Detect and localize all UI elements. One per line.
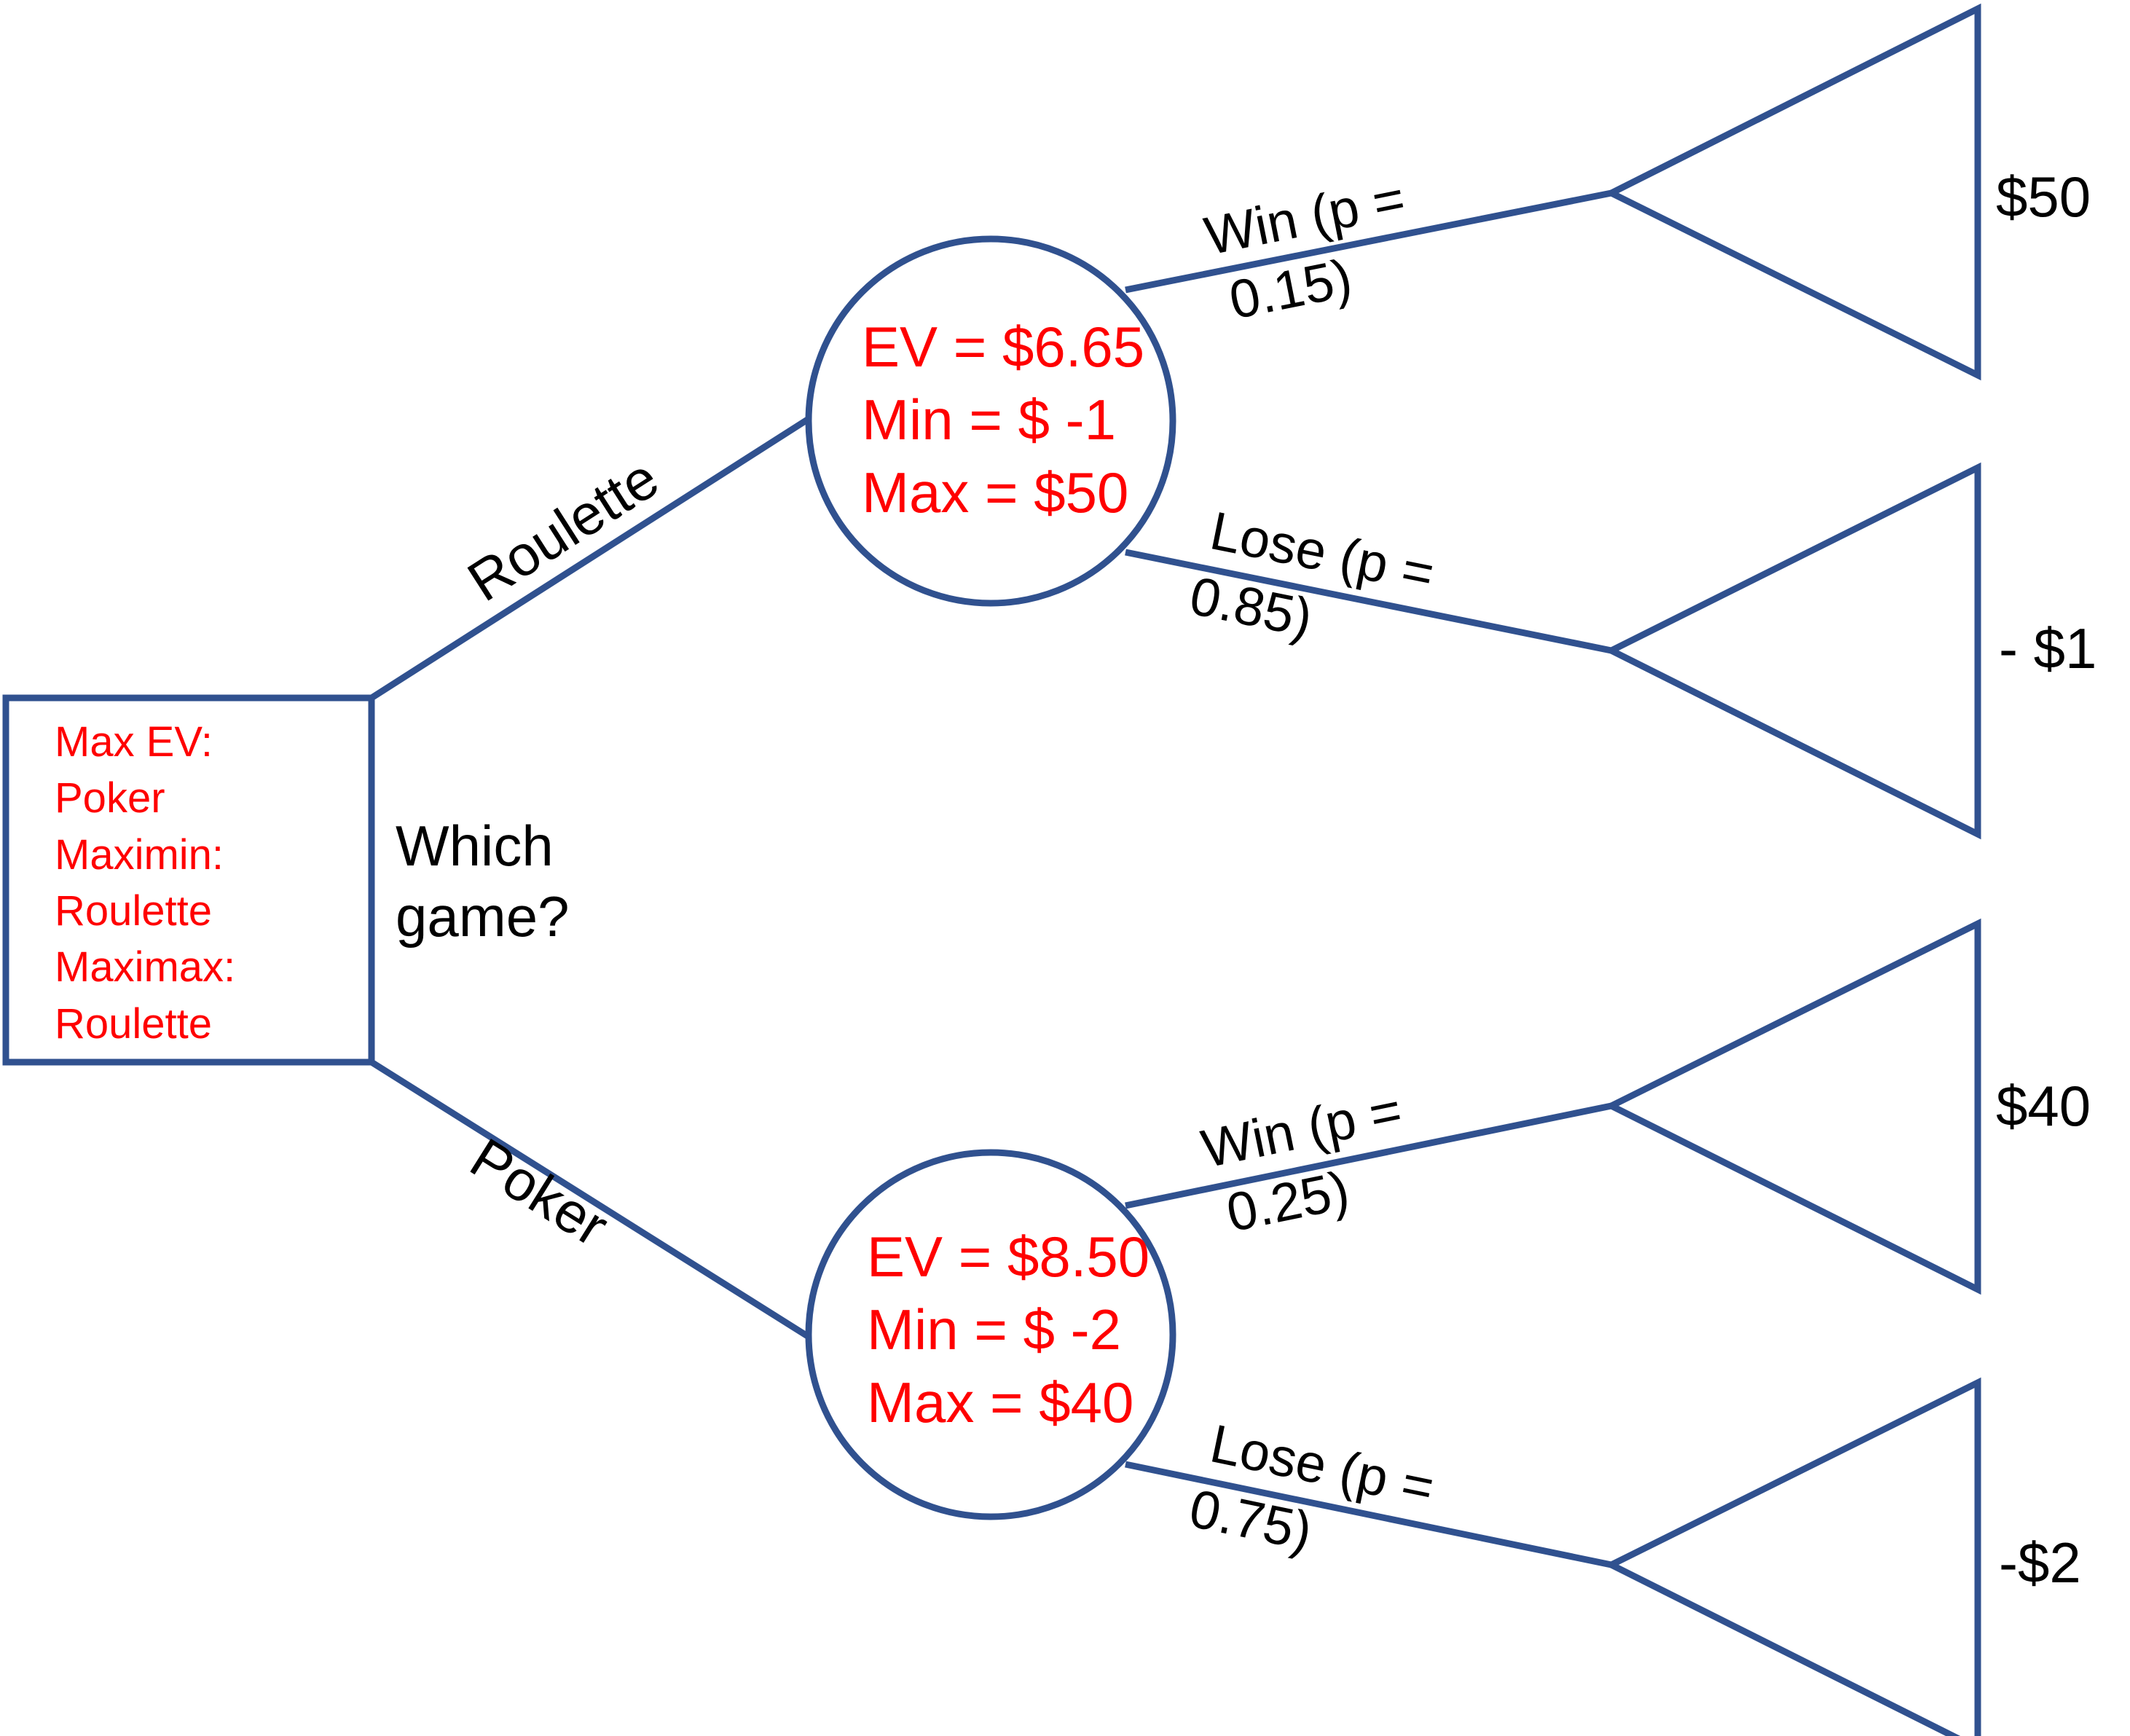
summary-line: Roulette	[55, 887, 212, 935]
summary-line: Maximax:	[55, 943, 235, 991]
roulette-chance-node	[805, 235, 1176, 607]
poker-branch-label: Poker	[460, 1126, 619, 1259]
roulette-lose-terminal	[1603, 462, 1981, 840]
poker-win-label: Win (p = 0.25)	[1197, 1080, 1407, 1244]
roulette-win-terminal	[1603, 3, 1981, 381]
roulette-lose-payoff: - $1	[1999, 616, 2096, 680]
roulette-min: Min = $ -1	[862, 388, 1116, 452]
summary-line: Roulette	[55, 1000, 212, 1048]
poker-lose-payoff: -$2	[1999, 1531, 2081, 1595]
poker-win-label-line1: Win (p =	[1197, 1080, 1407, 1179]
decision-question-line1: Which	[396, 814, 554, 878]
poker-lose-label: Lose (p = 0.75)	[1184, 1413, 1439, 1562]
roulette-win-line	[1125, 189, 1612, 294]
decision-question-line2: game?	[396, 884, 570, 948]
poker-ev: EV = $8.50	[867, 1225, 1150, 1289]
poker-lose-line	[1125, 1461, 1612, 1568]
poker-win-line	[1125, 1102, 1612, 1209]
poker-max: Max = $40	[867, 1370, 1133, 1434]
summary-line: Max EV:	[55, 718, 213, 766]
roulette-win-payoff: $50	[1996, 165, 2091, 229]
poker-win-payoff: $40	[1996, 1074, 2091, 1138]
poker-chance-node	[805, 1149, 1176, 1520]
poker-lose-terminal	[1603, 1377, 1981, 1736]
roulette-lose-line	[1125, 549, 1612, 654]
roulette-lose-label: Lose (p = 0.85)	[1185, 500, 1439, 648]
roulette-stats: EV = $6.65 Min = $ -1 Max = $50	[862, 315, 1144, 525]
poker-min: Min = $ -2	[867, 1297, 1121, 1362]
decision-node	[2, 694, 375, 1066]
roulette-branch-line	[369, 416, 811, 701]
roulette-ev: EV = $6.65	[862, 315, 1144, 379]
poker-branch-line	[369, 1059, 811, 1340]
roulette-max: Max = $50	[862, 460, 1128, 525]
summary-line: Maximin:	[55, 831, 224, 879]
poker-stats: EV = $8.50 Min = $ -2 Max = $40	[867, 1225, 1150, 1434]
decision-summary: Max EV: Poker Maximin: Roulette Maximax:…	[55, 718, 235, 1048]
summary-line: Poker	[55, 774, 165, 822]
poker-win-terminal	[1603, 918, 1981, 1295]
